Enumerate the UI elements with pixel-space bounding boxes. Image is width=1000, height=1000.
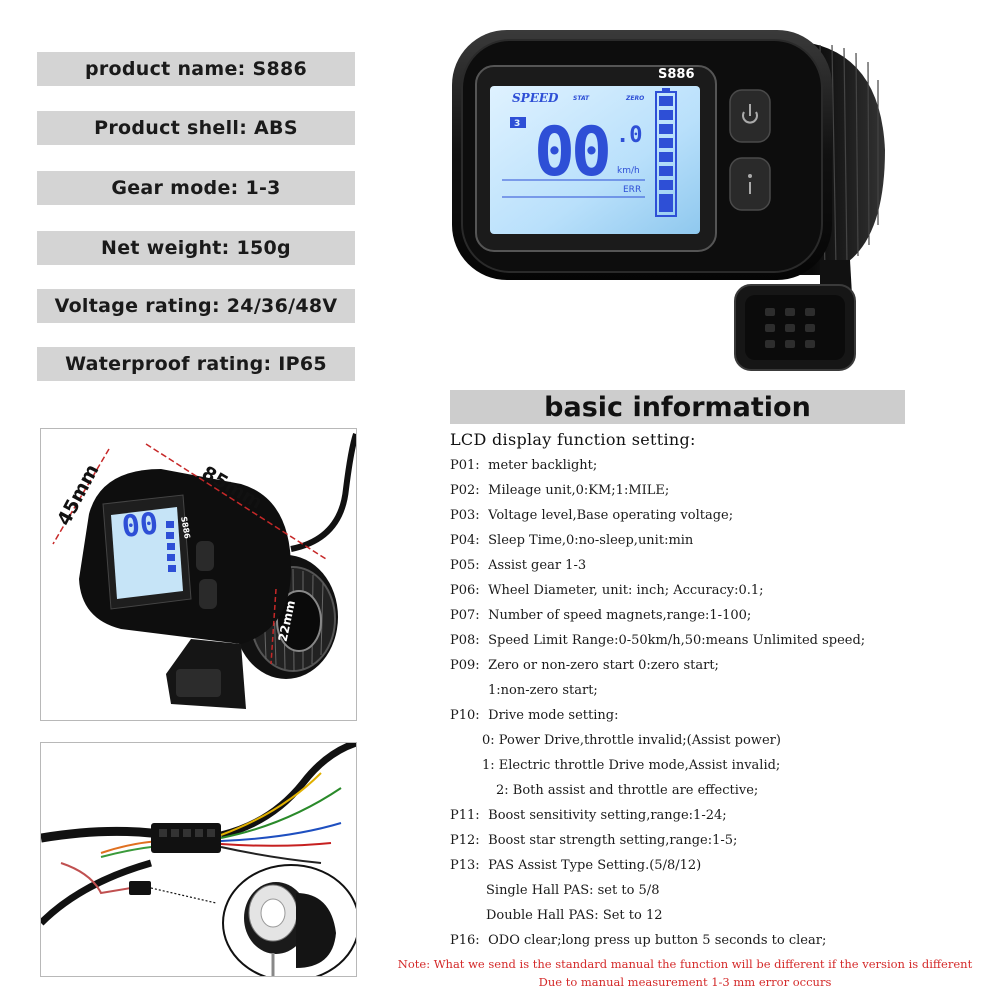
note-standard-manual: Note: What we send is the standard manua…	[397, 957, 973, 971]
param-row: P06: Wheel Diameter, unit: inch; Accurac…	[450, 583, 764, 598]
param-row: P11: Boost sensitivity setting,range:1-2…	[450, 808, 727, 823]
param-text: PAS Assist Type Setting.(5/8/12)	[488, 858, 702, 873]
param-code: P10:	[450, 708, 480, 723]
param-row: Single Hall PAS: set to 5/8	[486, 883, 659, 898]
lcd-stat-label: STAT	[573, 95, 590, 102]
spec-voltage-rating: Voltage rating: 24/36/48V	[37, 289, 355, 323]
param-row: P07: Number of speed magnets,range:1-100…	[450, 608, 751, 623]
product-photo: S886 SPEED STAT ZERO 3 00 .0 km/h ERR	[452, 30, 885, 371]
param-text: Speed Limit Range:0-50km/h,50:means Unli…	[488, 633, 866, 648]
power-button[interactable]	[729, 89, 771, 143]
param-text: Assist gear 1-3	[488, 558, 587, 573]
param-text: Voltage level,Base operating voltage;	[488, 508, 734, 523]
param-row: P04: Sleep Time,0:no-sleep,unit:min	[450, 533, 693, 548]
param-row: P01: meter backlight;	[450, 458, 597, 473]
connector-plug	[734, 284, 856, 371]
param-row: Double Hall PAS: Set to 12	[486, 908, 663, 923]
param-text: 1: Electric throttle Drive mode,Assist i…	[482, 758, 781, 773]
spec-waterproof-rating: Waterproof rating: IP65	[37, 347, 355, 381]
lcd-zero-label: ZERO	[625, 95, 644, 102]
wiring-photo-frame	[40, 742, 357, 977]
param-text: ODO clear;long press up button 5 seconds…	[488, 933, 827, 948]
param-text: Sleep Time,0:no-sleep,unit:min	[488, 533, 694, 548]
device-model-label: S886	[658, 67, 695, 82]
param-row: P10: Drive mode setting:	[450, 708, 618, 723]
param-text: Boost star strength setting,range:1-5;	[488, 833, 738, 848]
param-code: P04:	[450, 533, 480, 548]
power-icon	[742, 104, 758, 124]
param-row: 1:non-zero start;	[488, 683, 598, 698]
param-code: P06:	[450, 583, 480, 598]
param-text: Mileage unit,0:KM;1:MILE;	[488, 483, 670, 498]
param-code: P02:	[450, 483, 480, 498]
param-code: P03:	[450, 508, 480, 523]
param-row: P08: Speed Limit Range:0-50km/h,50:means…	[450, 633, 865, 648]
param-text: Double Hall PAS: Set to 12	[486, 908, 663, 923]
param-row: 1: Electric throttle Drive mode,Assist i…	[482, 758, 780, 773]
param-row: P09: Zero or non-zero start 0:zero start…	[450, 658, 719, 673]
param-text: Boost sensitivity setting,range:1-24;	[488, 808, 727, 823]
wiring-photo	[41, 743, 356, 976]
lcd-function-setting-title: LCD display function setting:	[450, 430, 696, 449]
lcd-unit: km/h	[617, 166, 640, 176]
param-code: P12:	[450, 833, 480, 848]
param-code: P13:	[450, 858, 480, 873]
param-row: 0: Power Drive,throttle invalid;(Assist …	[482, 733, 781, 748]
param-row: P03: Voltage level,Base operating voltag…	[450, 508, 733, 523]
param-row: 2: Both assist and throttle are effectiv…	[496, 783, 758, 798]
param-code: P16:	[450, 933, 480, 948]
dimensions-photo-frame: 00 S886 45mm 85mm 22mm	[40, 428, 357, 721]
lcd-err: ERR	[623, 185, 641, 195]
param-text: 1:non-zero start;	[488, 683, 598, 698]
param-text: meter backlight;	[488, 458, 598, 473]
dimensions-device-model: S886	[179, 516, 192, 540]
param-text: Drive mode setting:	[488, 708, 619, 723]
param-text: Number of speed magnets,range:1-100;	[488, 608, 752, 623]
param-row: P16: ODO clear;long press up button 5 se…	[450, 933, 826, 948]
param-text: 0: Power Drive,throttle invalid;(Assist …	[482, 733, 781, 748]
param-text: Single Hall PAS: set to 5/8	[486, 883, 660, 898]
info-icon	[748, 174, 752, 194]
spec-product-shell: Product shell: ABS	[37, 111, 355, 145]
param-code: P08:	[450, 633, 480, 648]
param-text: 2: Both assist and throttle are effectiv…	[496, 783, 759, 798]
param-code: P11:	[450, 808, 480, 823]
basic-information-heading: basic information	[450, 390, 905, 424]
param-row: P12: Boost star strength setting,range:1…	[450, 833, 737, 848]
note-measurement-error: Due to manual measurement 1-3 mm error o…	[538, 975, 832, 989]
spec-net-weight: Net weight: 150g	[37, 231, 355, 265]
param-text: Zero or non-zero start 0:zero start;	[488, 658, 719, 673]
lcd-speed-value: 00	[534, 113, 608, 192]
svg-text:00: 00	[120, 506, 160, 545]
param-code: P07:	[450, 608, 480, 623]
lcd-speed-label: SPEED	[512, 91, 559, 105]
param-row: P05: Assist gear 1-3	[450, 558, 586, 573]
dimensions-photo: 00 S886	[52, 433, 356, 709]
param-row: P13: PAS Assist Type Setting.(5/8/12)	[450, 858, 701, 873]
spec-gear-mode: Gear mode: 1-3	[37, 171, 355, 205]
lcd-speed-decimal: .0	[616, 123, 643, 148]
lcd-gear-value: 3	[514, 119, 520, 129]
info-button[interactable]	[729, 157, 771, 211]
param-code: P01:	[450, 458, 480, 473]
param-code: P09:	[450, 658, 480, 673]
param-text: Wheel Diameter, unit: inch; Accuracy:0.1…	[488, 583, 764, 598]
param-row: P02: Mileage unit,0:KM;1:MILE;	[450, 483, 669, 498]
param-code: P05:	[450, 558, 480, 573]
spec-product-name: product name: S886	[37, 52, 355, 86]
lcd-battery-icon	[655, 88, 677, 217]
